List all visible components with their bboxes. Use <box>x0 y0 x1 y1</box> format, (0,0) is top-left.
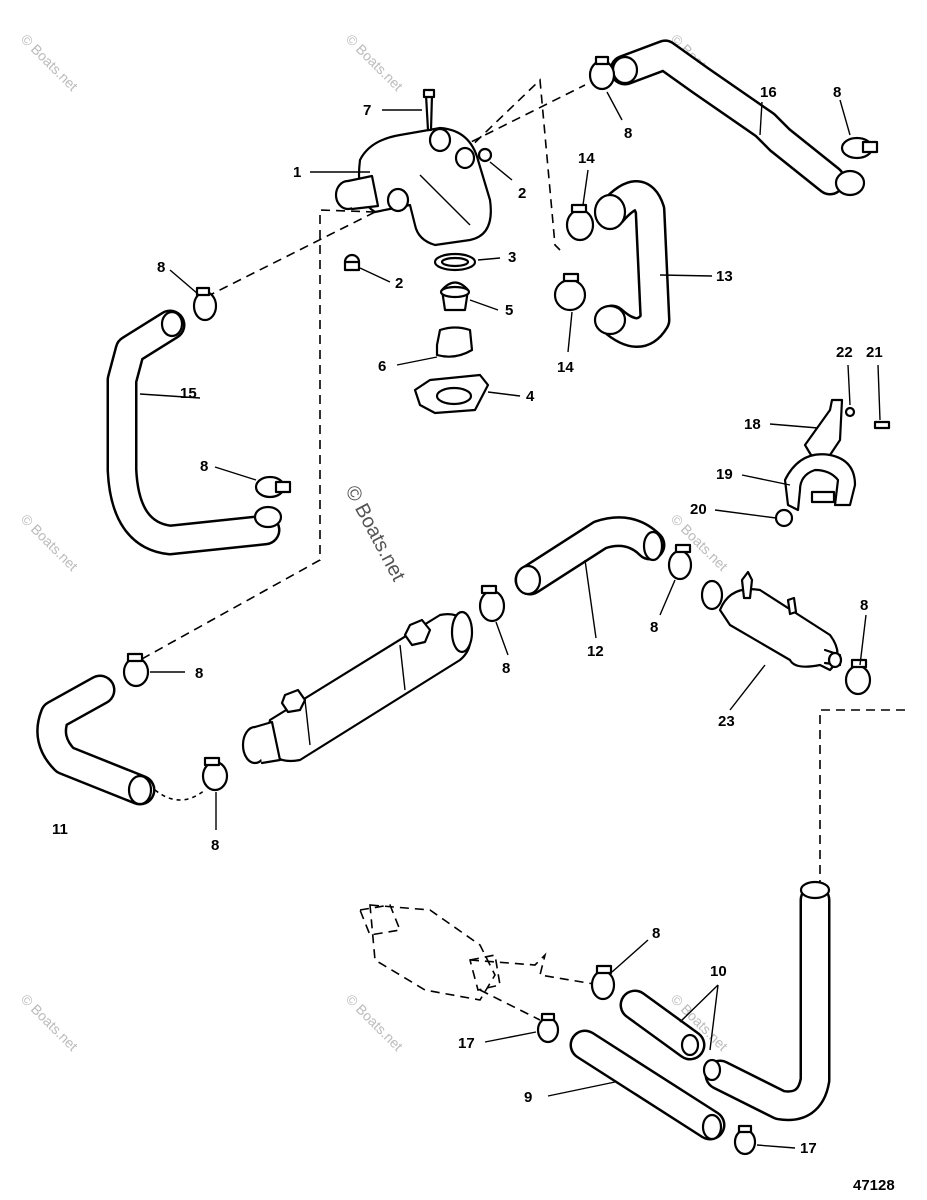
callout-8: 8 <box>833 84 841 101</box>
callouts: 7 1 2 2 3 5 6 4 8 8 16 14 13 14 8 15 8 1… <box>52 84 883 1157</box>
callout-2: 2 <box>518 185 526 202</box>
callout-9: 9 <box>524 1089 532 1106</box>
callout-6: 6 <box>378 358 386 375</box>
hose-12 <box>514 516 666 596</box>
callout-8: 8 <box>502 660 510 677</box>
callout-17: 17 <box>458 1035 475 1052</box>
thermostat-small-parts <box>343 88 493 415</box>
hose-13 <box>593 180 671 348</box>
callout-16: 16 <box>760 84 777 101</box>
hose-15 <box>106 309 283 556</box>
callout-3: 3 <box>508 249 516 266</box>
callout-12: 12 <box>587 643 604 660</box>
callout-8: 8 <box>860 597 868 614</box>
callout-8: 8 <box>652 925 660 942</box>
callout-17: 17 <box>800 1140 817 1157</box>
watermark: © Boats.net <box>18 31 81 94</box>
callout-8: 8 <box>624 125 632 142</box>
callout-21: 21 <box>866 344 883 361</box>
callout-20: 20 <box>690 501 707 518</box>
callout-2: 2 <box>395 275 403 292</box>
routing-lines <box>139 78 905 1021</box>
callout-8: 8 <box>157 259 165 276</box>
figure-number: 47128 <box>853 1177 895 1194</box>
callout-18: 18 <box>744 416 761 433</box>
hose-9 <box>569 1029 726 1141</box>
callout-8: 8 <box>195 665 203 682</box>
leader-lines <box>139 91 881 1149</box>
callout-13: 13 <box>716 268 733 285</box>
callout-14: 14 <box>578 150 595 167</box>
callout-1: 1 <box>293 164 301 181</box>
hose-clamps <box>122 55 879 1156</box>
callout-7: 7 <box>363 102 371 119</box>
callout-22: 22 <box>836 344 853 361</box>
hose-10 <box>619 880 831 1122</box>
callout-11: 11 <box>52 821 68 838</box>
callout-15: 15 <box>180 385 197 402</box>
oil-cooler <box>700 570 843 672</box>
callout-8: 8 <box>650 619 658 636</box>
hose-16 <box>609 39 866 197</box>
hose-11 <box>36 674 156 806</box>
thermostat-housing <box>334 126 492 247</box>
callout-8: 8 <box>211 837 219 854</box>
callout-19: 19 <box>716 466 733 483</box>
callout-5: 5 <box>505 302 513 319</box>
heat-exchanger <box>241 610 474 765</box>
watermark: © Boats.net <box>343 31 406 94</box>
watermark: © Boats.net <box>18 511 81 574</box>
watermark: © Boats.net <box>18 991 81 1054</box>
callout-4: 4 <box>526 388 535 405</box>
callout-23: 23 <box>718 713 735 730</box>
callout-8: 8 <box>200 458 208 475</box>
callout-14: 14 <box>557 359 574 376</box>
bracket <box>774 398 891 528</box>
watermark: © Boats.net <box>343 991 406 1054</box>
callout-10: 10 <box>710 963 727 980</box>
pump-assembly <box>358 904 501 1001</box>
watermark-center: © Boats.net <box>341 482 410 585</box>
